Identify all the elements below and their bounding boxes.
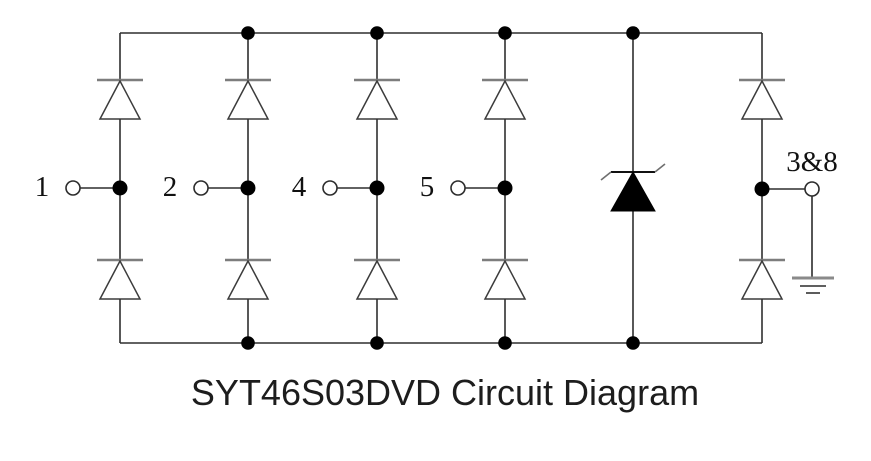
upper-diode-icon [226,79,270,120]
junction-dot [626,336,640,350]
pin-terminal-circle [804,181,820,197]
pin-label: 5 [420,171,435,203]
lower-diode-icon [226,259,270,300]
junction-dot [498,26,512,40]
diagram-title: SYT46S03DVD Circuit Diagram [190,372,700,413]
junction-dot [498,336,512,350]
lower-diode-icon [740,259,784,300]
lower-diode-icon [355,259,399,300]
pin-terminal-circle [322,180,338,196]
upper-diode-icon [740,79,784,120]
upper-diode-icon [483,79,527,120]
pin-label: 1 [35,171,50,203]
pin-terminal-circle [65,180,81,196]
pin-junction-dot [369,180,385,196]
pin-junction-dot [240,180,256,196]
upper-diode-icon [98,79,142,120]
junction-dot [370,336,384,350]
pin-junction-dot [112,180,128,196]
zener-diode-icon [610,170,656,212]
junction-dot [241,336,255,350]
lower-diode-icon [483,259,527,300]
pin-terminal-circle [450,180,466,196]
pin-terminal-circle [193,180,209,196]
pin-junction-dot [754,181,770,197]
pin-label: 4 [292,171,307,203]
pin-label: 3&8 [786,146,838,178]
upper-diode-icon [355,79,399,120]
junction-dot [241,26,255,40]
junction-dot [370,26,384,40]
pin-label: 2 [163,171,178,203]
zener-bar-right-hook [654,163,666,173]
pin-junction-dot [497,180,513,196]
zener-bar-left-hook [600,171,612,181]
junction-dot [626,26,640,40]
lower-diode-icon [98,259,142,300]
